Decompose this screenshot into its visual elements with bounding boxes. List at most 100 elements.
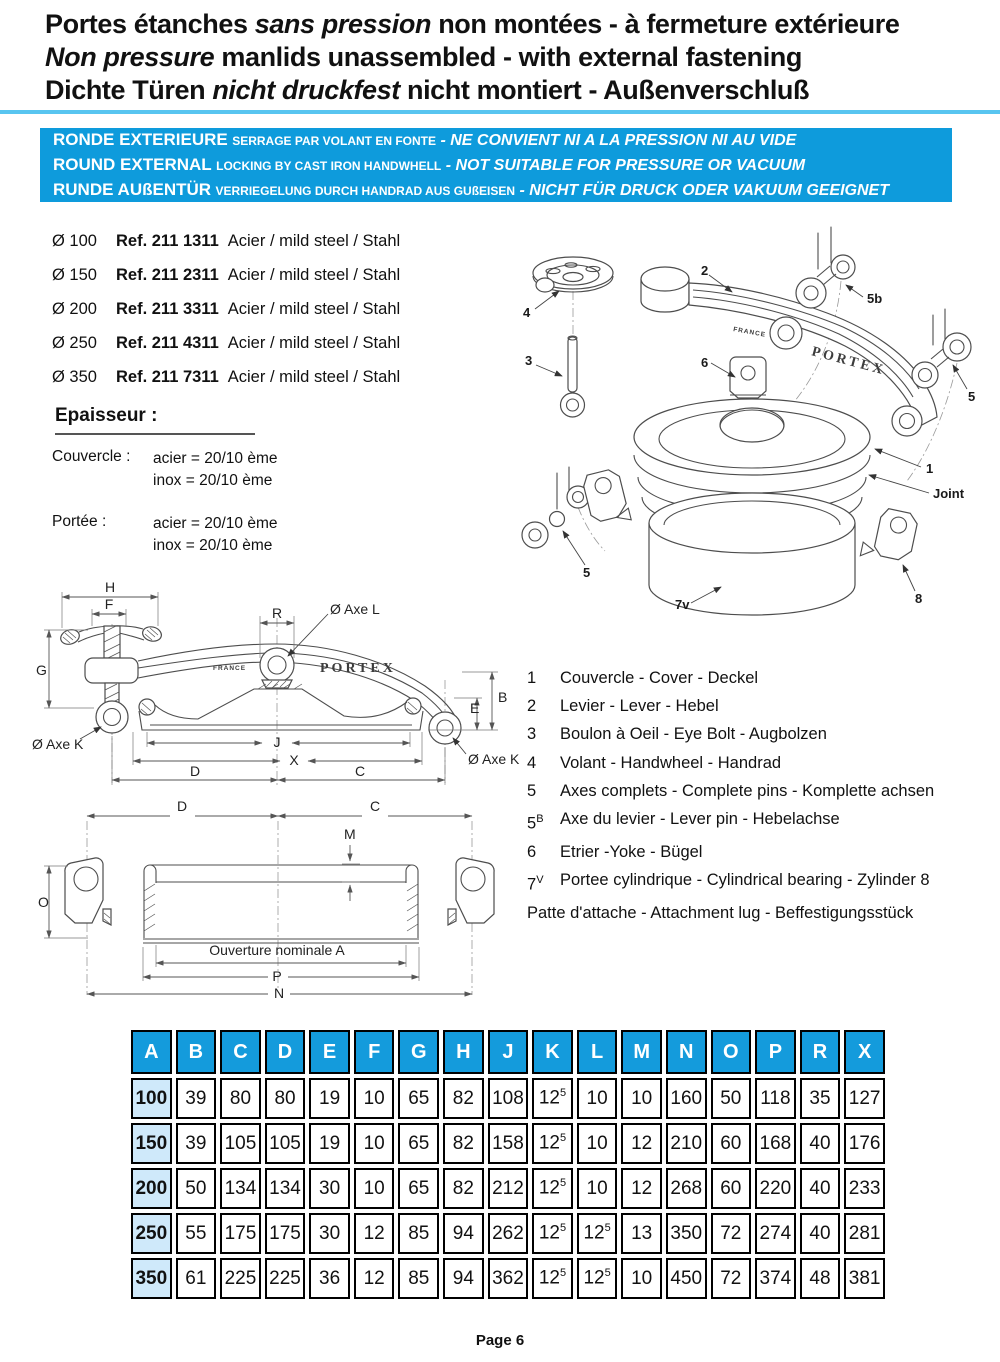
table-cell: 10 [621, 1258, 662, 1299]
table-cell: 118 [755, 1078, 796, 1119]
dim-X: X [289, 752, 299, 768]
table-cell: 225 [220, 1258, 261, 1299]
table-cell: 72 [710, 1258, 752, 1299]
parts-list-item: Patte d'attache - Attachment lug - Beffe… [527, 903, 914, 922]
table-cell: 175 [264, 1213, 306, 1254]
table-cell: 268 [665, 1168, 707, 1209]
page-title-line-de: Dichte Türen nicht druckfest nicht monti… [45, 75, 810, 105]
table-cell: 80 [220, 1078, 261, 1119]
table-cell: 65 [398, 1123, 440, 1164]
table-cell: 127 [844, 1078, 885, 1119]
table-cell: 10 [576, 1168, 618, 1209]
table-cell: 281 [844, 1213, 885, 1254]
exploded-view-drawing: FRANCE PORTEX [521, 226, 975, 616]
table-cell: 61 [175, 1258, 217, 1299]
table-cell: 65 [398, 1168, 440, 1209]
table-cell: 30 [309, 1168, 350, 1209]
table-col-header-K: K [532, 1030, 573, 1074]
lug-section-left-art [64, 857, 112, 926]
lever-art: FRANCE PORTEX [640, 266, 938, 437]
table-col-header-B: B [175, 1030, 217, 1074]
table-cell: 12 [353, 1213, 395, 1254]
table-cell: 105 [220, 1123, 261, 1164]
dim-C: C [355, 763, 365, 779]
complete-pin-right-art [911, 308, 972, 389]
eye-bolt-art [559, 335, 586, 418]
table-col-header-G: G [398, 1030, 440, 1074]
lever-brand-marking: PORTEX [320, 661, 396, 676]
lug-section-right-art [447, 857, 495, 926]
table-cell: 158 [487, 1123, 529, 1164]
table-cell: 40 [799, 1168, 841, 1209]
table-cell: 39 [175, 1078, 217, 1119]
callout-5-left: 5 [583, 565, 590, 580]
table-col-header-H: H [443, 1030, 484, 1074]
attachment-lug-left-art [583, 469, 632, 522]
page-title-line-fr: Portes étanches sans pression non montée… [45, 9, 900, 39]
table-cell: 30 [309, 1213, 350, 1254]
table-cell: 374 [755, 1258, 796, 1299]
table-cell: 108 [487, 1078, 529, 1119]
table-cell: 10 [621, 1078, 662, 1119]
cylindrical-bearing-art [648, 492, 856, 616]
table-cell: 350 [665, 1213, 707, 1254]
table-cell: 125 [532, 1123, 573, 1164]
dim-D: D [190, 763, 200, 779]
banner-line-de: RUNDE AUßENTÜR VERRIEGELUNG DURCH HANDRA… [53, 179, 889, 199]
callout-5b: 5b [867, 291, 882, 306]
table-cell: 50 [175, 1168, 217, 1209]
page-title: Portes étanches sans pression non montée… [45, 8, 900, 107]
base-section-art [143, 864, 419, 944]
table-cell: 48 [799, 1258, 841, 1299]
table-col-header-E: E [309, 1030, 350, 1074]
dim-F: F [105, 596, 114, 612]
dim-C2: C [370, 798, 380, 814]
dim-G: G [36, 662, 47, 678]
table-row-label: 250 [131, 1213, 172, 1254]
table-cell: 55 [175, 1213, 217, 1254]
cover-art [633, 398, 871, 532]
dim-J: J [274, 734, 281, 750]
table-cell: 175 [220, 1213, 261, 1254]
table-cell: 80 [264, 1078, 306, 1119]
table-cell: 10 [353, 1168, 395, 1209]
table-cell: 210 [665, 1123, 707, 1164]
product-type-banner: RONDE EXTERIEURE SERRAGE PAR VOLANT EN F… [40, 128, 952, 202]
dim-axe-L: Ø Axe L [330, 601, 380, 617]
yoke-art [729, 356, 767, 399]
table-cell: 125 [532, 1258, 573, 1299]
table-cell: 94 [443, 1258, 484, 1299]
table-col-header-P: P [755, 1030, 796, 1074]
dim-axe-K-right: Ø Axe K [468, 751, 520, 767]
table-cell: 125 [576, 1258, 618, 1299]
dim-O: O [38, 894, 49, 910]
table-col-header-J: J [487, 1030, 529, 1074]
thickness-section-title: Epaisseur : [55, 405, 255, 435]
table-cell: 12 [621, 1168, 662, 1209]
dim-M: M [344, 826, 356, 842]
complete-pin-left-art [521, 466, 590, 549]
table-cell: 450 [665, 1258, 707, 1299]
table-cell: 168 [755, 1123, 796, 1164]
table-cell: 262 [487, 1213, 529, 1254]
table-col-header-N: N [665, 1030, 707, 1074]
table-col-header-L: L [576, 1030, 618, 1074]
handwheel-side-art [60, 625, 162, 734]
table-cell: 82 [443, 1123, 484, 1164]
table-cell: 274 [755, 1213, 796, 1254]
lever-france-marking: FRANCE [213, 665, 246, 672]
table-cell: 60 [710, 1168, 752, 1209]
